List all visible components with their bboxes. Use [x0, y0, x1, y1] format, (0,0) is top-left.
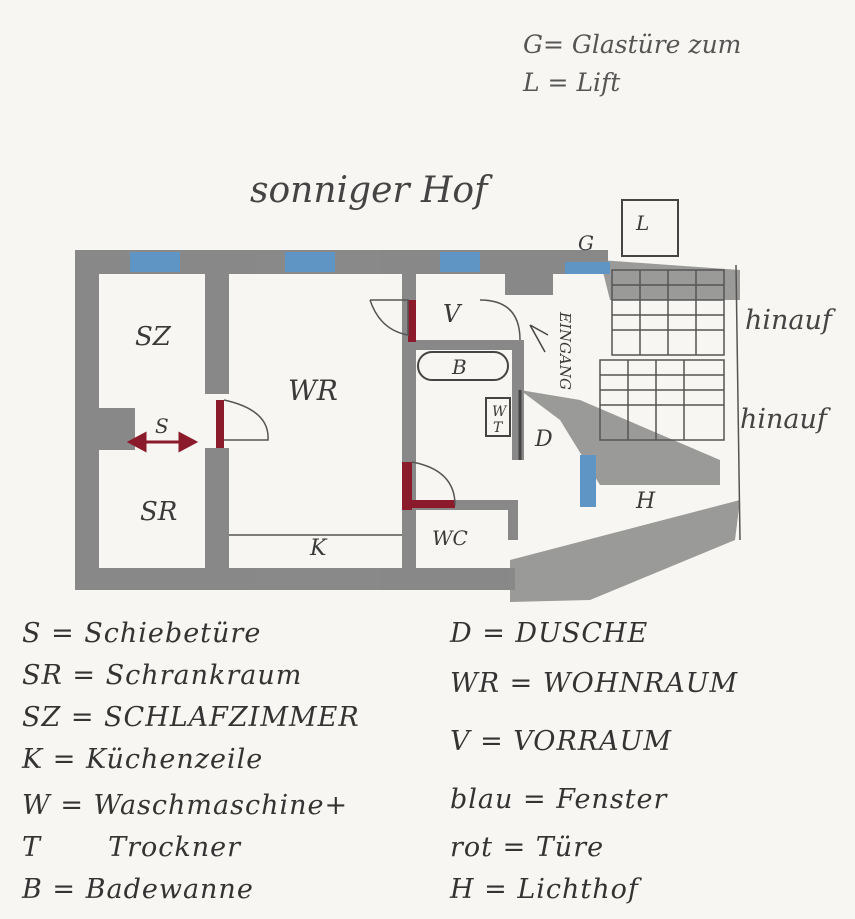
legend-item: SR = Schrankraum: [22, 660, 303, 691]
door-wc-bottom: [410, 500, 455, 508]
sliding-door-arrow: [126, 431, 199, 453]
wall-stair-top: [600, 260, 740, 300]
windows: [130, 252, 610, 507]
legend-item: S = Schiebetüre: [22, 618, 262, 649]
wall-diagonal: [520, 390, 720, 485]
legend-item: H = Lichthof: [450, 874, 639, 905]
legend-item: T Trockner: [22, 832, 242, 863]
legend-item: B = Badewanne: [22, 874, 254, 905]
label-l: L: [635, 211, 649, 235]
window-3: [440, 252, 480, 272]
label-s: S: [155, 414, 169, 438]
washer-box: [485, 397, 511, 437]
note-hinauf-upper: hinauf: [745, 305, 832, 336]
legend-item: D = DUSCHE: [450, 618, 649, 649]
door-swings: [223, 299, 521, 506]
wall-bottom: [75, 568, 515, 590]
door-v: [408, 300, 416, 342]
walls: [75, 250, 608, 590]
wall-wc-top: [416, 500, 516, 510]
window-lightwell: [580, 455, 596, 507]
label-sr: SR: [140, 497, 177, 527]
legend-item: W = Waschmaschine+: [22, 790, 349, 821]
legend-item: K = Küchenzeile: [22, 744, 264, 775]
label-w: W: [492, 404, 508, 420]
label-v: V: [443, 300, 463, 328]
label-h: H: [635, 489, 656, 514]
entrance-arrow: [529, 324, 549, 353]
legend-item: rot = Türe: [450, 832, 605, 863]
label-t: T: [493, 420, 504, 436]
window-glass-door: [565, 262, 610, 274]
wall-lower-right: [510, 500, 740, 602]
window-2: [285, 252, 335, 272]
diagram-title: sonniger Hof: [250, 170, 488, 211]
wall-sz-right: [205, 262, 229, 394]
wall-bath-right: [512, 340, 524, 460]
note-lift: L = Lift: [523, 68, 621, 97]
wall-sr-right: [205, 448, 229, 573]
lift-box: [621, 199, 679, 257]
legend-item: blau = Fenster: [450, 784, 668, 815]
legend-item: SZ = SCHLAFZIMMER: [22, 702, 360, 733]
label-sz: SZ: [135, 322, 172, 352]
label-wr: WR: [288, 374, 338, 407]
stairs: [599, 264, 741, 541]
label-eingang: EINGANG: [556, 311, 574, 390]
note-glass-door: G= Glastüre zum: [523, 30, 742, 59]
legend-item: WR = WOHNRAUM: [450, 668, 739, 699]
wall-column: [505, 255, 553, 295]
window-1: [130, 252, 180, 272]
label-wc: WC: [432, 526, 468, 550]
label-b: B: [451, 355, 467, 379]
legend-item: V = VORRAUM: [450, 726, 673, 757]
label-d: D: [534, 427, 553, 452]
label-k: K: [309, 536, 328, 561]
bathtub: [417, 351, 509, 381]
wall-v-bottom: [410, 340, 515, 350]
door-wr: [216, 400, 224, 448]
doors: [216, 300, 455, 510]
door-wc: [402, 462, 412, 510]
note-hinauf-lower: hinauf: [740, 404, 827, 435]
label-g: G: [578, 231, 594, 255]
wall-wc-right: [508, 500, 518, 540]
wall-sz-sr: [95, 408, 135, 450]
